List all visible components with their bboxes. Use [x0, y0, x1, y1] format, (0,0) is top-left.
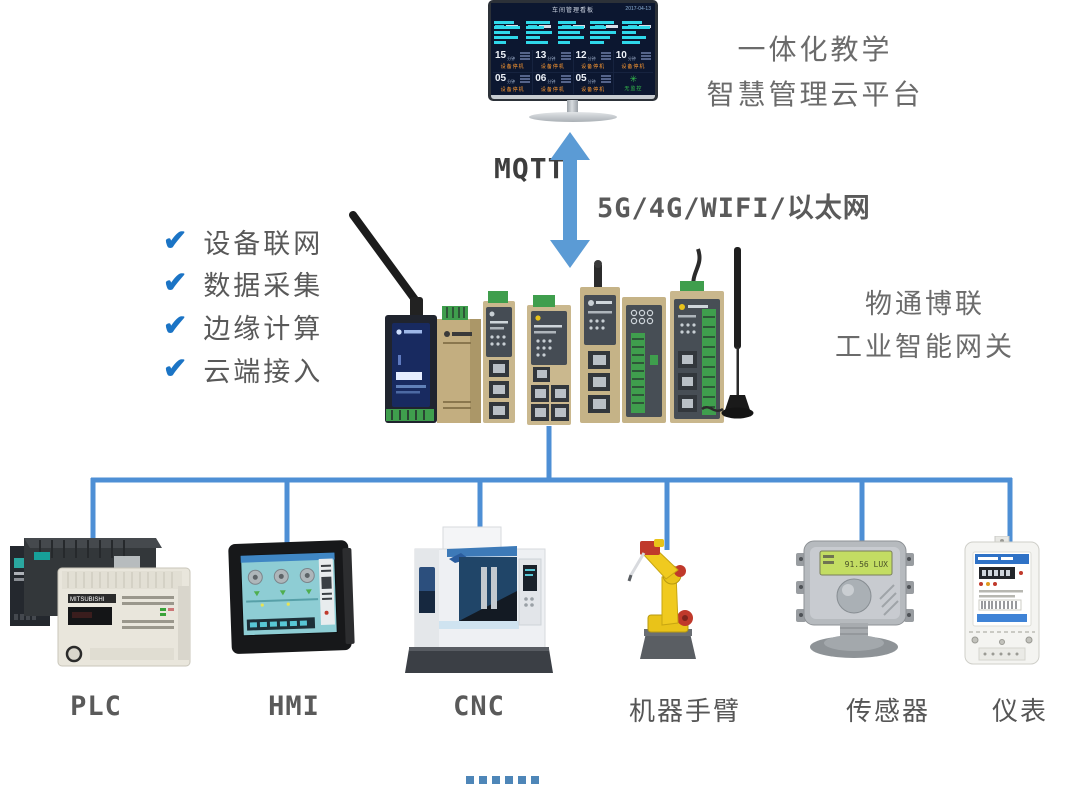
tile-unit: 分钟 [627, 56, 636, 61]
device-label-robot: 机器手臂 [628, 696, 742, 726]
tile-status: 设备停机 [540, 64, 565, 70]
dashboard-title: 车间管理看板 [551, 8, 594, 14]
sensor-lcd-reading: 91.56 LUX [845, 560, 889, 569]
feature-item: ✔ 数据采集 [163, 264, 323, 303]
tile-unit: 分钟 [507, 78, 516, 84]
device-label-cnc: CNC [453, 691, 505, 722]
tile-value: 06 [535, 72, 547, 84]
tile-unit: 分钟 [587, 56, 596, 61]
device-plc-image: MITSUBISHI [10, 538, 191, 667]
tile-unit: 分钟 [547, 78, 556, 84]
tile-status: 无监控 [624, 85, 643, 92]
feature-item: ✔ 边缘计算 [163, 307, 323, 346]
tile-value: 12 [575, 50, 587, 61]
check-icon: ✔ [163, 353, 188, 385]
gateway-device-5ports [527, 295, 571, 425]
cloud-platform-line2: 智慧管理云平台 [706, 78, 924, 110]
tile-unit: 分钟 [507, 56, 516, 61]
monitor-stand-base [529, 112, 617, 122]
device-meter-image [964, 536, 1040, 665]
gateway-device-side [437, 306, 481, 423]
gateway-line2: 工业智能网关 [835, 332, 1015, 363]
tile-status: 设备停机 [621, 64, 646, 70]
gateway-antenna-right [701, 247, 754, 419]
ellipsis-dots [466, 776, 539, 784]
gateway-device-3ports [483, 291, 515, 423]
monitor-bottom-strip [491, 95, 655, 99]
device-label-plc: PLC [70, 691, 122, 722]
tile-value: 10 [615, 50, 627, 61]
tile-unit: 分钟 [587, 78, 596, 84]
tile-value: 15 [495, 50, 507, 61]
device-hmi-image [228, 540, 355, 654]
tile-status: 设备停机 [540, 86, 565, 93]
tile-value: 05 [575, 72, 587, 84]
tile-unit: 分钟 [547, 56, 556, 61]
device-cnc-image [405, 526, 553, 673]
transport-label: 5G/4G/WIFI/以太网 [597, 193, 871, 224]
device-robot-arm-image [627, 539, 696, 659]
dashboard-bar-chart [494, 21, 650, 44]
device-label-meter: 仪表 [991, 696, 1049, 726]
gateway-device-navy [385, 315, 437, 423]
gateway-device-io [622, 297, 666, 423]
gateway-label: 物通博联 工业智能网关 [810, 283, 1040, 369]
device-label-hmi: HMI [268, 691, 320, 722]
tile-status: 设备停机 [500, 64, 525, 70]
plc-brand-text: MITSUBISHI [70, 597, 105, 603]
spinner-icon: ✳ [629, 73, 638, 84]
device-label-sensor: 传感器 [845, 696, 931, 726]
feature-label: 数据采集 [203, 271, 324, 301]
tile-status: 设备停机 [500, 86, 525, 93]
feature-item: ✔ 设备联网 [163, 222, 323, 261]
cloud-platform-label: 一体化教学 智慧管理云平台 [700, 28, 930, 118]
dashboard-date: 2017-04-13 [625, 6, 651, 12]
device-sensor-image: 91.56 LUX [796, 540, 914, 658]
gateway-line1: 物通博联 [865, 289, 985, 319]
gateway-antenna-left [349, 211, 420, 305]
feature-item: ✔ 云端接入 [163, 350, 323, 389]
feature-label: 设备联网 [203, 229, 324, 259]
check-icon: ✔ [163, 225, 188, 257]
tile-value: 05 [495, 72, 507, 84]
monitor-stand-neck [567, 100, 578, 114]
plc-front-unit: MITSUBISHI [57, 567, 191, 667]
feature-label: 边缘计算 [203, 314, 324, 344]
gateway-cluster-image [349, 211, 754, 425]
tile-status: 设备停机 [581, 86, 606, 93]
tile-status: 设备停机 [581, 64, 606, 70]
gateway-device-sma [580, 260, 620, 423]
check-icon: ✔ [163, 267, 188, 299]
updown-arrow-icon [550, 132, 590, 268]
tile-value: 13 [535, 50, 547, 61]
dashboard-tile-no-monitor: ✳ 无监控 [613, 72, 653, 94]
gateway-device-right [670, 248, 724, 423]
cloud-platform-line1: 一体化教学 [737, 34, 893, 65]
check-icon: ✔ [163, 310, 188, 342]
feature-label: 云端接入 [203, 357, 324, 387]
